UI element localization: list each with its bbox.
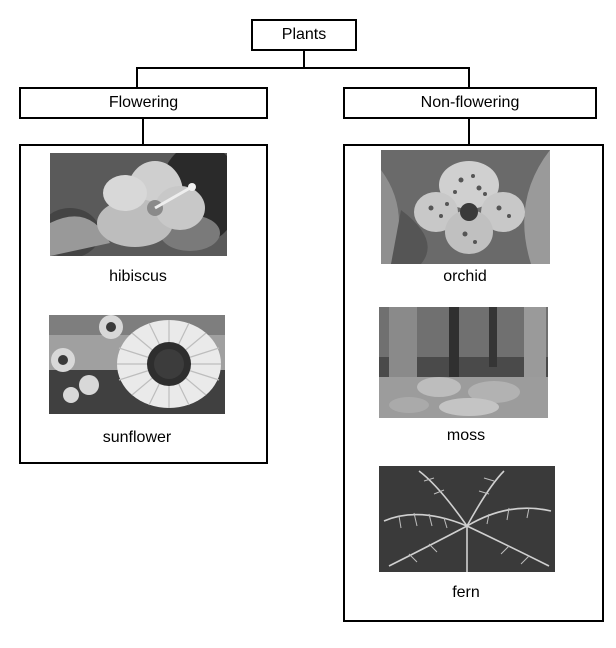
orchid-photo bbox=[381, 150, 550, 264]
connector-nonflowering-to-box bbox=[468, 119, 470, 145]
connector-right-down bbox=[468, 67, 470, 87]
sunflower-photo bbox=[49, 315, 225, 414]
category-node-non-flowering: Non-flowering bbox=[343, 87, 597, 119]
category-label-non-flowering: Non-flowering bbox=[420, 94, 520, 111]
category-node-flowering: Flowering bbox=[19, 87, 268, 119]
connector-horizontal bbox=[136, 67, 470, 69]
connector-root-down bbox=[303, 51, 305, 68]
moss-photo bbox=[379, 307, 548, 418]
hibiscus-photo bbox=[50, 153, 227, 256]
orchid-caption: orchid bbox=[443, 268, 487, 285]
fern-caption: fern bbox=[452, 584, 480, 601]
root-node-plants: Plants bbox=[251, 19, 357, 51]
hibiscus-caption: hibiscus bbox=[109, 268, 167, 285]
root-label: Plants bbox=[281, 26, 327, 43]
sunflower-caption: sunflower bbox=[102, 429, 172, 446]
connector-left-down bbox=[136, 67, 138, 87]
moss-caption: moss bbox=[446, 427, 486, 444]
category-label-flowering: Flowering bbox=[108, 94, 179, 111]
fern-photo bbox=[379, 466, 555, 572]
connector-flowering-to-box bbox=[142, 119, 144, 145]
